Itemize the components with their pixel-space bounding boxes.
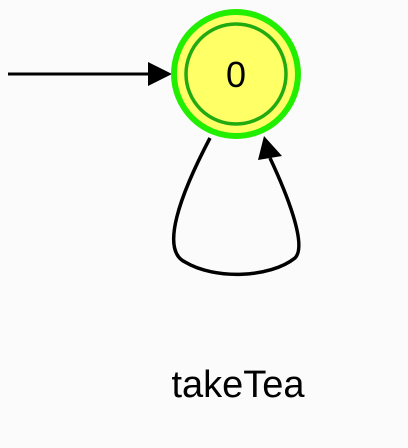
initial-arrow bbox=[8, 62, 172, 86]
self-loop-arrow-head bbox=[258, 136, 282, 160]
self-loop-path bbox=[171, 137, 301, 276]
transition-label-takeTea: takeTea bbox=[171, 364, 305, 406]
initial-arrow-head bbox=[148, 62, 172, 86]
state-0-accept-ring bbox=[184, 22, 288, 126]
self-loop-edge bbox=[171, 136, 301, 276]
state-0-label: 0 bbox=[226, 54, 246, 95]
state-0[interactable]: 0 bbox=[171, 9, 301, 139]
